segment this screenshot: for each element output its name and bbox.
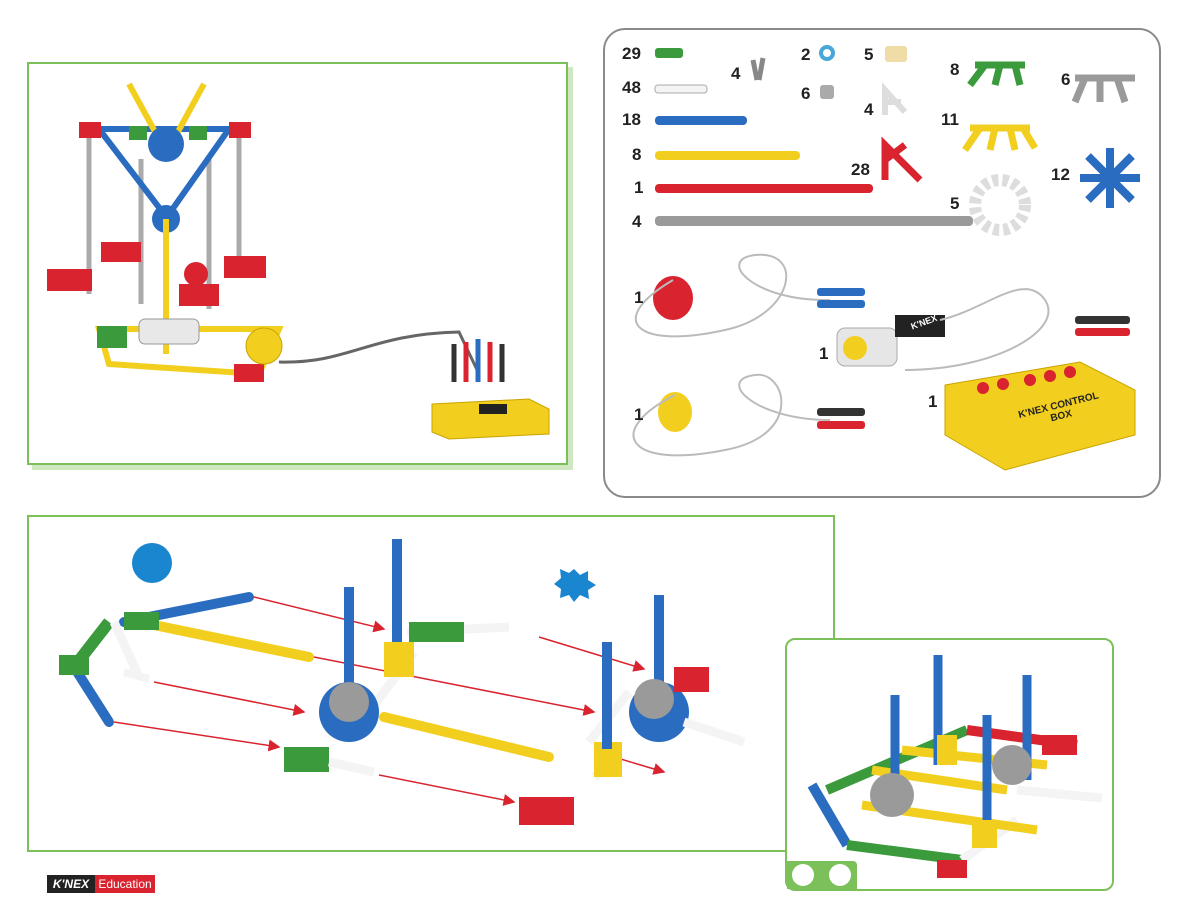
qty-red-connector: 28 xyxy=(851,160,870,179)
model-overview-panel xyxy=(27,62,568,465)
qty-grey-connector: 6 xyxy=(1061,70,1071,89)
step-marker-circle xyxy=(132,543,172,583)
qty-motor: 1 xyxy=(819,344,829,363)
assembly-step-illustration xyxy=(59,539,746,825)
qty-blue-connector: 12 xyxy=(1051,165,1070,184)
carousel-model-illustration xyxy=(47,82,550,440)
step-marker-star xyxy=(554,569,596,602)
qty-white-connector: 4 xyxy=(864,100,874,119)
sequence-badge xyxy=(787,861,857,889)
qty-green-5way: 8 xyxy=(950,60,960,79)
assembly-step-panel xyxy=(27,515,835,852)
qty-white-hub: 5 xyxy=(950,194,960,213)
sequence-dot-2 xyxy=(829,864,851,886)
knex-education-logo: K'NEX Education xyxy=(47,875,155,893)
qty-red-rod: 1 xyxy=(634,178,644,197)
qty-green-connector: 29 xyxy=(622,44,641,63)
qty-grey-clip: 4 xyxy=(731,64,741,83)
assembled-base-illustration xyxy=(807,655,1103,878)
qty-blue-spacer: 2 xyxy=(801,45,811,64)
qty-blue-rod: 18 xyxy=(622,110,641,129)
qty-control-box: 1 xyxy=(928,392,938,411)
parts-illustrations xyxy=(632,45,1140,471)
logo-education: Education xyxy=(95,875,155,893)
parts-inventory-panel: 29 48 18 8 1 4 4 2 6 5 4 28 8 11 5 6 12 … xyxy=(603,28,1161,498)
qty-red-sensor: 1 xyxy=(634,288,644,307)
assembly-result-panel xyxy=(785,638,1114,891)
sequence-dot-1 xyxy=(792,864,814,886)
qty-yellow-sensor: 1 xyxy=(634,405,644,424)
qty-yellow-connector: 11 xyxy=(941,110,959,129)
qty-tan-clip: 5 xyxy=(864,45,874,64)
qty-grey-rod: 4 xyxy=(632,212,642,231)
qty-yellow-rod: 8 xyxy=(632,145,642,164)
logo-brand: K'NEX xyxy=(47,875,95,893)
qty-grey-spacer: 6 xyxy=(801,84,811,103)
qty-white-rod: 48 xyxy=(622,78,641,97)
